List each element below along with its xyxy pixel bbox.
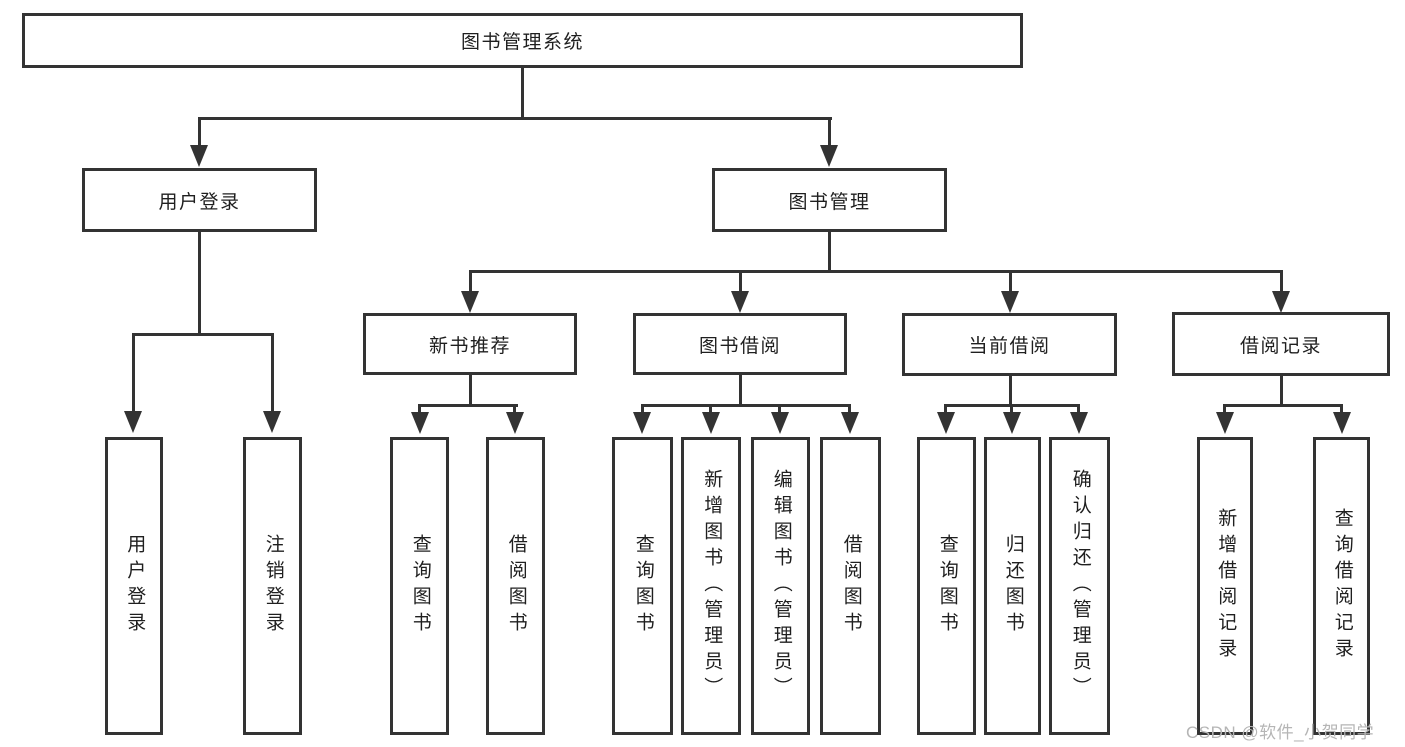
connector-borrowing-records-down	[1280, 376, 1283, 406]
arrowhead-leaf-add-borrow-record	[1216, 412, 1234, 434]
connector-leaf-query-books-2-stub	[641, 404, 644, 414]
connector-new-book-recommend-stub	[469, 270, 472, 292]
node-new-book-recommend-label: 新书推荐	[428, 335, 511, 357]
leaf-return-books: 归还图书	[984, 437, 1041, 735]
connector-group2-horizontal	[418, 404, 518, 407]
leaf-logout: 注销登录	[243, 437, 302, 735]
leaf-add-books-admin-label: 新增图书（管理员）	[701, 469, 723, 703]
connector-level2-horizontal	[198, 117, 832, 120]
leaf-query-borrow-record: 查询借阅记录	[1313, 437, 1370, 735]
arrowhead-new-book-recommend	[461, 291, 479, 313]
connector-book-borrowing-down	[739, 375, 742, 406]
arrowhead-leaf-query-books-1	[411, 412, 429, 434]
leaf-user-login: 用户登录	[105, 437, 163, 735]
connector-leaf-confirm-return-admin-stub	[1077, 404, 1080, 414]
leaf-borrow-books-1: 借阅图书	[486, 437, 545, 735]
node-current-borrowing-label: 当前借阅	[968, 336, 1051, 357]
connector-leaf-query-books-3-stub	[944, 404, 947, 414]
node-root: 图书管理系统	[22, 13, 1023, 68]
arrowhead-leaf-borrow-books-2	[841, 412, 859, 434]
connector-book-borrowing-stub	[739, 270, 742, 292]
arrowhead-leaf-query-borrow-record	[1333, 412, 1351, 434]
leaf-add-books-admin: 新增图书（管理员）	[681, 437, 741, 735]
leaf-query-books-3: 查询图书	[917, 437, 976, 735]
node-borrowing-records: 借阅记录	[1172, 312, 1390, 376]
leaf-borrow-books-2: 借阅图书	[820, 437, 881, 735]
node-book-borrowing: 图书借阅	[633, 313, 847, 375]
leaf-query-books-3-label: 查询图书	[936, 534, 958, 638]
leaf-borrow-books-1-label: 借阅图书	[505, 534, 527, 638]
connector-root-vertical	[521, 68, 524, 120]
leaf-add-borrow-record: 新增借阅记录	[1197, 437, 1253, 735]
connector-group1-horizontal	[132, 333, 274, 336]
node-current-borrowing: 当前借阅	[902, 313, 1117, 376]
connector-leaf-add-borrow-record-stub	[1223, 404, 1226, 414]
leaf-query-borrow-record-label: 查询借阅记录	[1331, 508, 1353, 664]
leaf-edit-books-admin-label: 编辑图书（管理员）	[770, 469, 792, 703]
connector-current-borrowing-down	[1009, 375, 1012, 406]
arrowhead-leaf-borrow-books-1	[506, 412, 524, 434]
connector-leaf-edit-books-admin-stub	[778, 404, 781, 414]
arrowhead-book-management	[820, 145, 838, 167]
connector-leaf-borrow-books-2-stub	[848, 404, 851, 414]
connector-leaf-add-books-admin-stub	[709, 404, 712, 414]
arrowhead-leaf-user-login	[124, 411, 142, 433]
connector-user-login-down	[198, 232, 201, 335]
leaf-confirm-return-admin-label: 确认归还（管理员）	[1069, 469, 1091, 703]
leaf-user-login-label: 用户登录	[124, 534, 146, 638]
leaf-return-books-label: 归还图书	[1002, 534, 1024, 638]
connector-leaf-logout-stub	[271, 333, 274, 413]
arrowhead-leaf-return-books	[1003, 412, 1021, 434]
leaf-edit-books-admin: 编辑图书（管理员）	[751, 437, 810, 735]
node-book-management: 图书管理	[712, 168, 947, 232]
leaf-query-books-2: 查询图书	[612, 437, 673, 735]
leaf-confirm-return-admin: 确认归还（管理员）	[1049, 437, 1110, 735]
arrowhead-leaf-confirm-return-admin	[1070, 412, 1088, 434]
leaf-add-borrow-record-label: 新增借阅记录	[1215, 508, 1237, 664]
arrowhead-leaf-query-books-2	[633, 412, 651, 434]
node-borrowing-records-label: 借阅记录	[1239, 335, 1322, 357]
node-user-login: 用户登录	[82, 168, 317, 232]
node-user-login-label: 用户登录	[158, 191, 241, 213]
connector-user-login-stub	[198, 117, 201, 147]
arrowhead-leaf-logout	[263, 411, 281, 433]
connector-level3-horizontal	[469, 270, 1283, 273]
leaf-borrow-books-2-label: 借阅图书	[840, 534, 862, 638]
connector-leaf-return-books-stub	[1010, 404, 1013, 414]
connector-leaf-borrow-books-1-stub	[513, 404, 516, 414]
connector-book-management-down	[828, 232, 831, 273]
watermark: CSDN @软件_小贺同学	[1186, 723, 1375, 742]
node-book-management-label: 图书管理	[788, 191, 871, 213]
connector-leaf-user-login-stub	[132, 333, 135, 413]
connector-current-borrowing-stub	[1009, 270, 1012, 292]
node-root-label: 图书管理系统	[460, 32, 584, 53]
arrowhead-user-login	[190, 145, 208, 167]
leaf-query-books-1: 查询图书	[390, 437, 449, 735]
leaf-logout-label: 注销登录	[262, 534, 284, 638]
leaf-query-books-1-label: 查询图书	[409, 534, 431, 638]
node-book-borrowing-label: 图书借阅	[698, 335, 781, 357]
arrowhead-book-borrowing	[731, 291, 749, 313]
connector-leaf-query-borrow-record-stub	[1340, 404, 1343, 414]
connector-borrowing-records-stub	[1280, 270, 1283, 292]
connector-group3-horizontal	[641, 404, 851, 407]
arrowhead-leaf-query-books-3	[937, 412, 955, 434]
node-new-book-recommend: 新书推荐	[363, 313, 577, 375]
arrowhead-borrowing-records	[1272, 291, 1290, 313]
connector-book-management-stub	[828, 117, 831, 147]
connector-group5-horizontal	[1224, 404, 1343, 407]
leaf-query-books-2-label: 查询图书	[632, 534, 654, 638]
arrowhead-current-borrowing	[1001, 291, 1019, 313]
connector-new-book-recommend-down	[469, 375, 472, 406]
arrowhead-leaf-add-books-admin	[702, 412, 720, 434]
arrowhead-leaf-edit-books-admin	[771, 412, 789, 434]
connector-leaf-query-books-1-stub	[418, 404, 421, 414]
